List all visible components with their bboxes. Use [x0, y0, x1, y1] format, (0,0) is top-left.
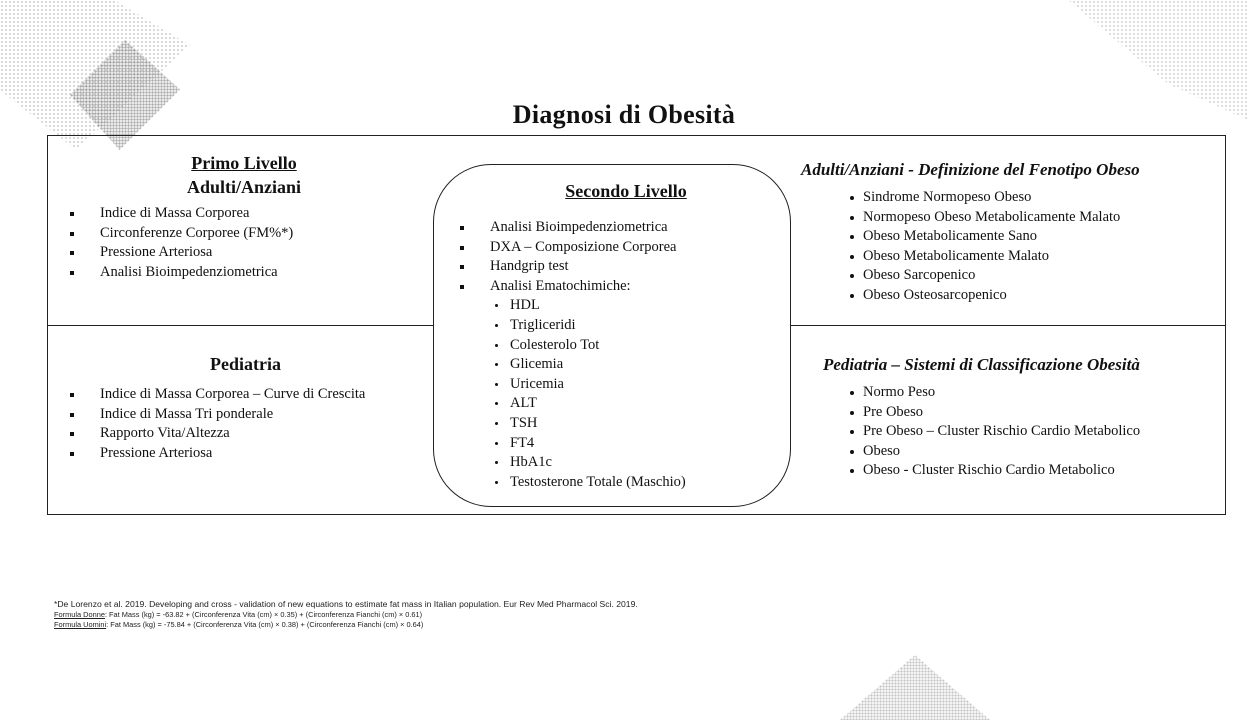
classificazione-list: Normo Peso Pre Obeso Pre Obeso – Cluster…: [845, 383, 1223, 481]
pediatria-section: Pediatria Indice di Massa Corporea – Cur…: [62, 354, 434, 463]
list-item: Normopeso Obeso Metabolicamente Malato: [845, 208, 1221, 228]
primo-livello-list: Indice di Massa Corporea Circonferenze C…: [62, 204, 434, 282]
list-item: Analisi Ematochimiche:: [452, 277, 782, 297]
formula-donne: Formula Donne: Fat Mass (kg) = -63.82 + …: [54, 610, 638, 620]
list-item: Handgrip test: [452, 257, 782, 277]
list-item: Normo Peso: [845, 383, 1223, 403]
secondo-livello-section: Secondo Livello Analisi Bioimpedenziomet…: [452, 181, 782, 492]
list-item: Obeso - Cluster Rischio Cardio Metabolic…: [845, 461, 1223, 481]
primo-livello-heading: Primo Livello: [191, 153, 297, 173]
list-item: Obeso Sarcopenico: [845, 266, 1221, 286]
list-item: Obeso Osteosarcopenico: [845, 286, 1221, 306]
fenotipo-list: Sindrome Normopeso Obeso Normopeso Obeso…: [845, 188, 1221, 306]
list-item: Pre Obeso: [845, 403, 1223, 423]
fenotipo-heading: Adulti/Anziani - Definizione del Fenotip…: [801, 160, 1140, 179]
list-item: Indice di Massa Corporea: [62, 204, 434, 224]
list-item: Uricemia: [492, 375, 782, 395]
list-item: Obeso Metabolicamente Malato: [845, 247, 1221, 267]
list-item: Sindrome Normopeso Obeso: [845, 188, 1221, 208]
list-item: Indice di Massa Corporea – Curve di Cres…: [62, 385, 434, 405]
pediatria-heading: Pediatria: [210, 354, 281, 374]
page-title: Diagnosi di Obesità: [512, 100, 736, 129]
formula-uomini-label: Formula Uomini: [54, 620, 107, 629]
list-item: ALT: [492, 394, 782, 414]
center-rounded-box: [433, 164, 791, 507]
list-item: TSH: [492, 414, 782, 434]
fenotipo-section: Adulti/Anziani - Definizione del Fenotip…: [801, 160, 1221, 306]
formula-donne-label: Formula Donne: [54, 610, 105, 619]
list-item: Analisi Bioimpedenziometrica: [452, 218, 782, 238]
list-item: Analisi Bioimpedenziometrica: [62, 263, 434, 283]
list-item: Indice di Massa Tri ponderale: [62, 405, 434, 425]
footnote-reference: *De Lorenzo et al. 2019. Developing and …: [54, 599, 638, 609]
list-item: HDL: [492, 296, 782, 316]
formula-uomini-text: : Fat Mass (kg) = -75.84 + (Circonferenz…: [106, 620, 424, 629]
list-item: HbA1c: [492, 453, 782, 473]
primo-livello-subheading: Adulti/Anziani: [186, 177, 302, 197]
secondo-livello-list: Analisi Bioimpedenziometrica DXA – Compo…: [452, 218, 782, 296]
list-item: Testosterone Totale (Maschio): [492, 473, 782, 493]
list-item: FT4: [492, 434, 782, 454]
classificazione-section: Pediatria – Sistemi di Classificazione O…: [823, 355, 1223, 481]
classificazione-heading: Pediatria – Sistemi di Classificazione O…: [823, 355, 1140, 374]
list-item: DXA – Composizione Corporea: [452, 238, 782, 258]
formula-uomini: Formula Uomini: Fat Mass (kg) = -75.84 +…: [54, 620, 638, 630]
list-item: Pre Obeso – Cluster Rischio Cardio Metab…: [845, 422, 1223, 442]
list-item: Circonferenze Corporee (FM%*): [62, 224, 434, 244]
list-item: Rapporto Vita/Altezza: [62, 424, 434, 444]
list-item: Colesterolo Tot: [492, 336, 782, 356]
primo-livello-section: Primo Livello Adulti/Anziani Indice di M…: [62, 153, 434, 282]
secondo-livello-heading: Secondo Livello: [565, 181, 687, 201]
list-item: Pressione Arteriosa: [62, 444, 434, 464]
list-item: Obeso Metabolicamente Sano: [845, 227, 1221, 247]
pediatria-list: Indice di Massa Corporea – Curve di Cres…: [62, 385, 434, 463]
list-item: Pressione Arteriosa: [62, 243, 434, 263]
list-item: Glicemia: [492, 355, 782, 375]
formula-donne-text: : Fat Mass (kg) = -63.82 + (Circonferenz…: [104, 610, 423, 619]
list-item: Trigliceridi: [492, 316, 782, 336]
analisi-ematochimiche-list: HDL Trigliceridi Colesterolo Tot Glicemi…: [492, 296, 782, 492]
decorative-halftone-triangle: [840, 655, 990, 720]
footnote: *De Lorenzo et al. 2019. Developing and …: [54, 599, 638, 630]
list-item: Obeso: [845, 442, 1223, 462]
